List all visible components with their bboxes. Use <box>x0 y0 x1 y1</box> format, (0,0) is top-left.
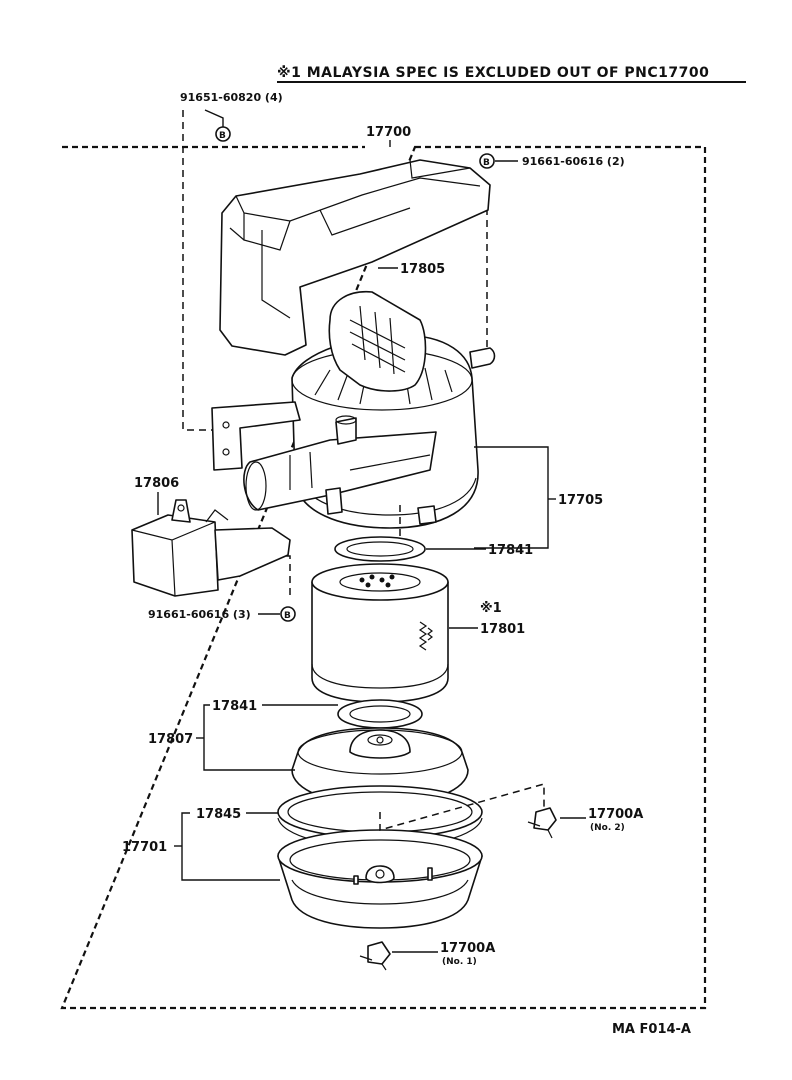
clamp-no1-icon <box>359 941 391 971</box>
dash-bolt-left <box>286 555 291 600</box>
label-17700: 17700 <box>366 125 411 140</box>
label-17801: 17801 <box>480 622 525 637</box>
clamp-no2-icon <box>527 807 557 839</box>
svg-text:B: B <box>483 158 490 168</box>
label-17701: 17701 <box>122 840 167 855</box>
bolt-left-icon: B <box>280 606 296 622</box>
label-17841-upper: 17841 <box>488 543 533 558</box>
assembly-frame <box>60 145 707 1010</box>
gasket-lower-17841 <box>337 699 423 729</box>
bolt-top-icon: B <box>215 126 231 142</box>
case-17701 <box>277 829 483 929</box>
bracket-17807 <box>203 704 295 771</box>
inlet-duct-17805 <box>219 159 491 356</box>
label-clamp-no2: 17700A <box>588 807 643 822</box>
svg-text:B: B <box>284 611 291 621</box>
figure-code: MA F014-A <box>612 1022 691 1037</box>
label-17705: 17705 <box>558 493 603 508</box>
label-clamp-no1-sub: (No. 1) <box>442 957 477 967</box>
gasket-upper-17841 <box>334 536 426 562</box>
bracket-17705 <box>474 446 549 549</box>
label-17806: 17806 <box>134 476 179 491</box>
label-17841-lower: 17841 <box>212 699 257 714</box>
malaysia-spec-note: ※1 MALAYSIA SPEC IS EXCLUDED OUT OF PNC1… <box>277 65 709 81</box>
dash-bolt-top <box>182 110 215 431</box>
air-cleaner-cap-17705 <box>211 290 496 529</box>
label-clamp-no2-sub: (No. 2) <box>590 823 625 833</box>
label-clamp-no1: 17700A <box>440 941 495 956</box>
label-bolt-top: 91651-60820 (4) <box>180 91 283 104</box>
resonator-17806 <box>131 499 291 597</box>
bolt-right-icon: B <box>479 153 495 169</box>
leader-bolt-top <box>204 109 224 127</box>
svg-text:B: B <box>219 131 226 141</box>
label-17845: 17845 <box>196 807 241 822</box>
label-bolt-right: 91661-60616 (2) <box>522 155 625 168</box>
label-element-note: ※1 <box>480 601 502 616</box>
cover-17807 <box>291 727 469 806</box>
label-bolt-left: 91661-60616 (3) <box>148 608 251 621</box>
label-17807: 17807 <box>148 732 193 747</box>
label-17805: 17805 <box>400 262 445 277</box>
filter-element-17801 <box>311 563 449 703</box>
bracket-17701 <box>181 812 280 881</box>
